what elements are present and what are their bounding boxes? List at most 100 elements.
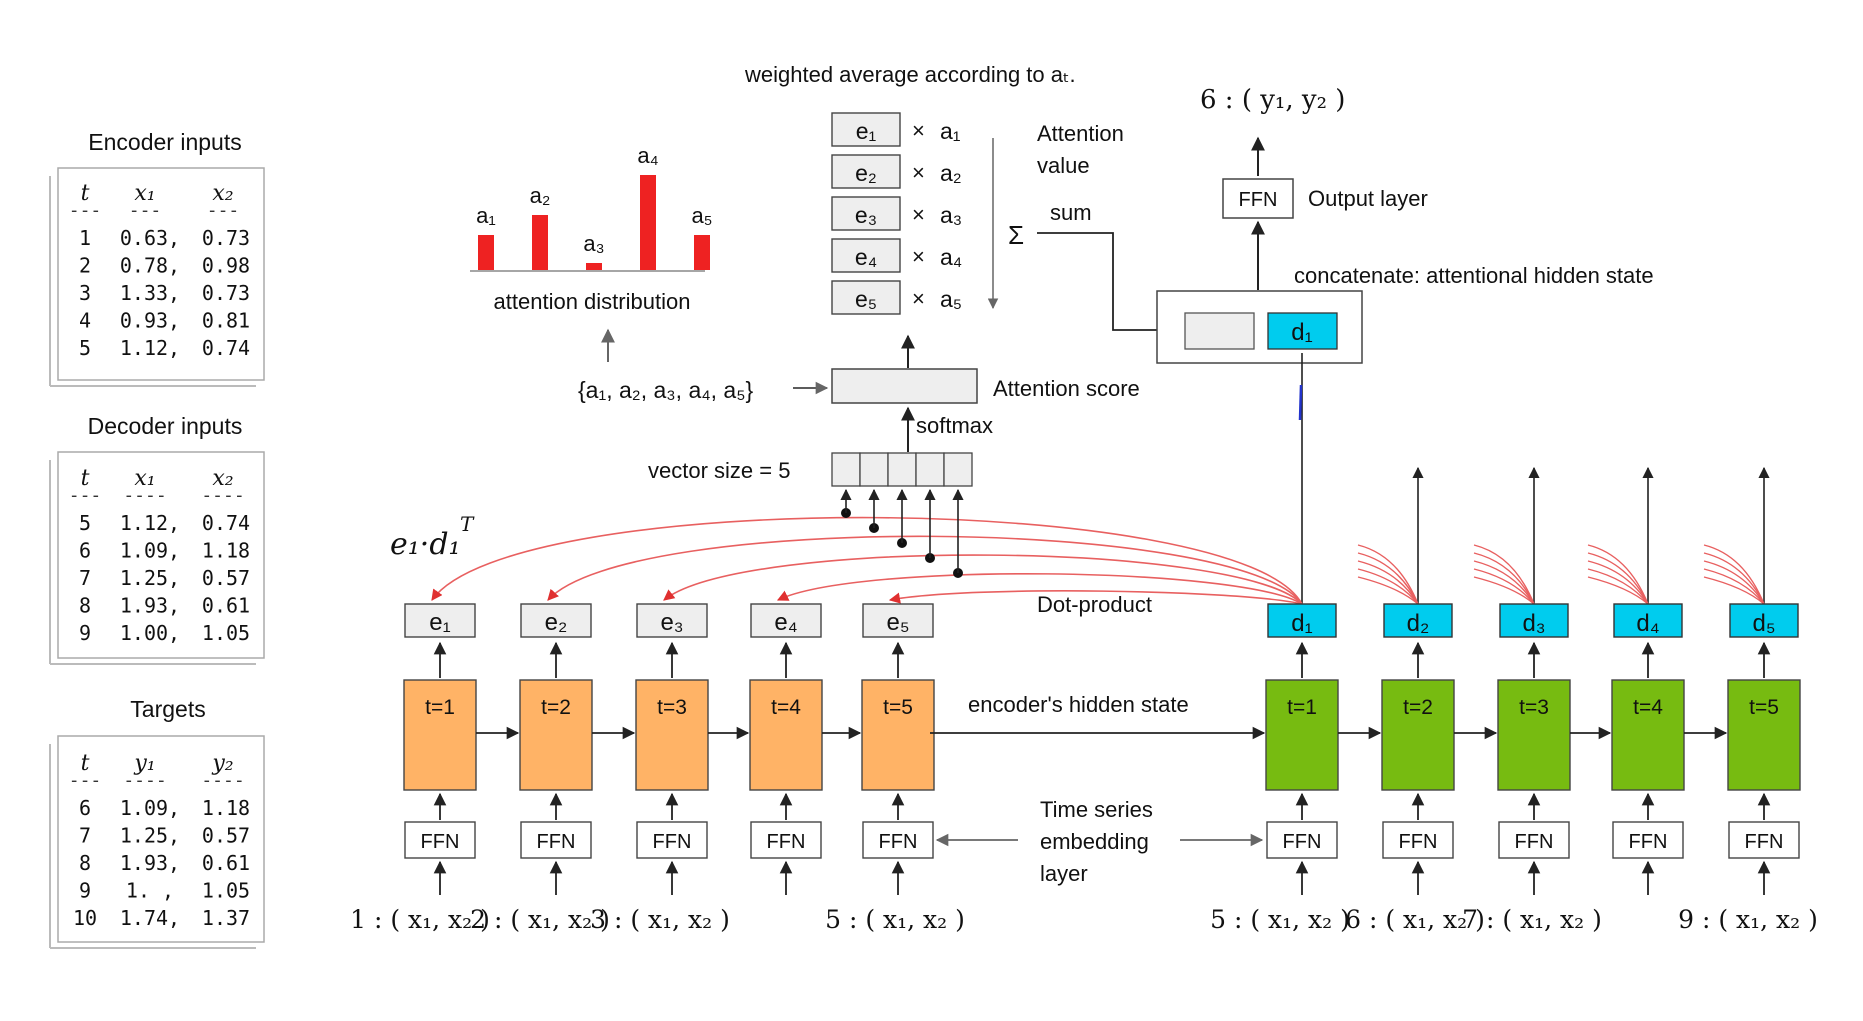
decoder-table-row-3-x1: 1.93,: [120, 594, 180, 618]
decoder-input-label-2: 6 : ( x₁, x₂ ): [1345, 905, 1485, 934]
vector-cell-2: [859, 452, 889, 487]
encoder-ffn-box-4: [750, 821, 822, 859]
encoder-table-row-1-t: 2: [79, 254, 91, 278]
decoder-d-box-1: [1267, 603, 1337, 638]
encoder-e-box-5: [862, 603, 934, 638]
decoder-ffn-label-3: FFN: [1515, 831, 1554, 853]
targets-table-row-1-x1: 1.25,: [120, 824, 180, 848]
decoder-ffn-box-1: [1266, 821, 1338, 859]
encoder-e-label-2: e₂: [545, 609, 568, 636]
targets-title: Targets: [130, 696, 205, 722]
sum-to-concat-line: [1037, 232, 1182, 337]
encoder-input-label-4: 5 : ( x₁, x₂ ): [825, 905, 965, 934]
targets-table-row-1-x2: 0.57: [202, 824, 250, 848]
decoder-fan-line-3-1: [1473, 544, 1535, 605]
encoder-e-label-4: e₄: [774, 609, 797, 636]
d1-highlight-mark: [1298, 384, 1303, 421]
encoder-table-row-2-x1: 1.33,: [120, 281, 180, 305]
attention-value-label-1: Attention: [1037, 121, 1124, 146]
attention-bar-label-4: a₄: [637, 143, 658, 168]
decoder-hidden-label-1: t=1: [1287, 696, 1317, 719]
encoder-table-row-0-x1: 0.63,: [120, 226, 180, 250]
times-symbol-4: ×: [912, 244, 925, 269]
encoder-ffn-label-4: FFN: [767, 831, 806, 853]
vector-cell-5: [943, 452, 973, 487]
targets-table-row-3-x1: 1. ,: [126, 879, 174, 903]
targets-table-dash-2: ----: [201, 770, 244, 791]
encoder-hidden-3: [635, 679, 709, 791]
encoder-hidden-4: [749, 679, 823, 791]
decoder-table-header-2: x₂: [212, 466, 233, 491]
decoder-d-box-5: [1729, 603, 1799, 638]
targets-table-header-2: y₂: [211, 751, 233, 776]
decoder-fan-line-4-3: [1587, 560, 1649, 605]
encoder-table-row-1-x1: 0.78,: [120, 254, 180, 278]
dot-product-curve-1: [431, 516, 1303, 605]
decoder-fan-line-5-3: [1703, 560, 1765, 605]
decoder-input-label-4: 9 : ( x₁, x₂ ): [1678, 905, 1818, 934]
decoder-d-label-1: d₁: [1291, 610, 1312, 637]
targets-table-dash-0: ---: [69, 770, 102, 791]
targets-table-header-1: y₁: [133, 751, 155, 776]
encoder-hidden-label-2: t=2: [541, 696, 571, 719]
targets-table-row-1-t: 7: [79, 824, 91, 848]
weight-a-label-1: a₁: [940, 118, 961, 144]
encoder-e-box-4: [750, 603, 822, 638]
targets-table-row-2-x1: 1.93,: [120, 851, 180, 875]
encoder-table-row-3-x2: 0.81: [202, 309, 250, 333]
decoder-table-row-1-t: 6: [79, 539, 91, 563]
vector-cell-3: [887, 452, 917, 487]
decoder-ffn-label-5: FFN: [1745, 831, 1784, 853]
encoder-ffn-label-2: FFN: [537, 831, 576, 853]
targets-table-row-0-x2: 1.18: [202, 796, 250, 820]
vector-cell-4: [915, 452, 945, 487]
weight-e-label-3: e₃: [855, 202, 877, 228]
encoder-input-label-1: 1 : ( x₁, x₂ ): [350, 905, 490, 934]
decoder-table-frame: [57, 451, 265, 659]
output-layer-label: Output layer: [1308, 186, 1428, 211]
encoder-table-row-2-x2: 0.73: [202, 281, 250, 305]
encoder-ffn-label-1: FFN: [421, 831, 460, 853]
encoder-inputs-title: Encoder inputs: [88, 129, 241, 155]
encoder-hidden-label-3: t=3: [657, 696, 687, 719]
vector-size-label: vector size = 5: [648, 458, 790, 483]
weight-a-label-5: a₅: [940, 286, 962, 312]
decoder-fan-line-3-5: [1473, 576, 1535, 605]
decoder-fan-line-5-2: [1703, 552, 1765, 605]
encoder-e-label-5: e₅: [886, 609, 909, 636]
decoder-table-dash-0: ---: [69, 485, 102, 506]
weight-e-box-4: [831, 238, 901, 273]
attention-bar-label-5: a₅: [691, 203, 712, 228]
decoder-d-box-3: [1499, 603, 1569, 638]
encoder-table-dash-0: ---: [69, 200, 102, 221]
encoder-e-box-1: [404, 603, 476, 638]
decoder-table-header-0: t: [81, 466, 90, 491]
decoder-table-row-0-x1: 1.12,: [120, 511, 180, 535]
dot-product-curve-3: [663, 554, 1303, 605]
attention-distribution-label: attention distribution: [494, 289, 691, 314]
decoder-ffn-label-4: FFN: [1629, 831, 1668, 853]
decoder-d-label-4: d₄: [1636, 610, 1659, 637]
weight-a-label-3: a₃: [940, 202, 962, 228]
targets-table-row-4-t: 10: [73, 906, 97, 930]
decoder-d-label-3: d₃: [1522, 610, 1545, 637]
encoder-e-box-2: [520, 603, 592, 638]
decoder-hidden-label-2: t=2: [1403, 696, 1433, 719]
times-symbol-3: ×: [912, 202, 925, 227]
targets-table-row-3-x2: 1.05: [202, 879, 250, 903]
dot-product-curve-5: [888, 590, 1303, 605]
decoder-table-row-1-x1: 1.09,: [120, 539, 180, 563]
weight-a-label-4: a₄: [940, 244, 962, 270]
attention-bar-1: [478, 235, 494, 270]
concat-d1-slot: [1267, 312, 1338, 350]
decoder-hidden-5: [1727, 679, 1801, 791]
dot-product-curve-2: [547, 535, 1303, 605]
decoder-table-row-3-t: 8: [79, 594, 91, 618]
decoder-table-dash-1: ----: [123, 485, 166, 506]
weighted-average-label: weighted average according to aₜ.: [744, 62, 1076, 87]
attention-score-label: Attention score: [993, 376, 1140, 401]
